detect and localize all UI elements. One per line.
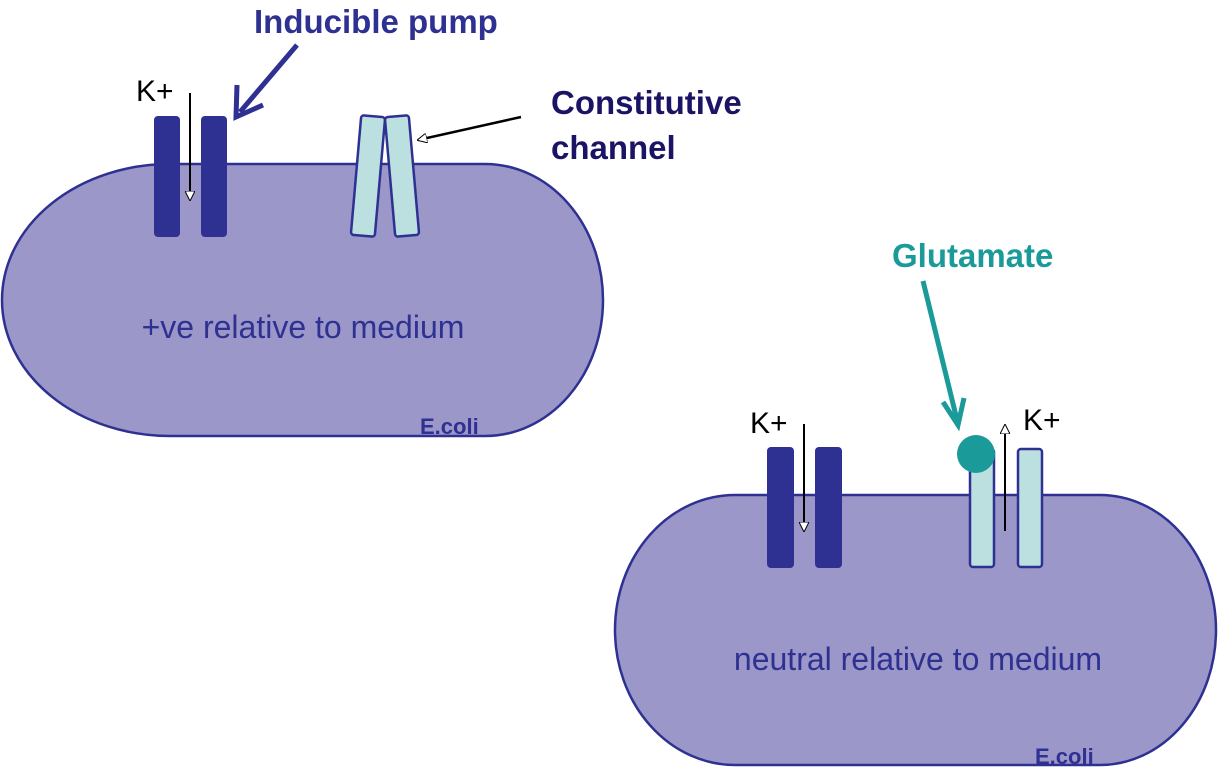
cell-bottom-body — [613, 493, 1218, 767]
pump-subunit-left — [767, 447, 794, 568]
pump-subunit-left — [154, 116, 180, 237]
channel-subunit-right — [1016, 447, 1044, 569]
cell-top-state-text: +ve relative to medium — [142, 309, 465, 345]
k-ion-label: K+ — [136, 75, 174, 108]
constitutive-channel — [349, 114, 421, 238]
pump-subunit-right — [201, 116, 227, 237]
channel-k-ion-label: K+ — [1023, 404, 1061, 437]
cell-bottom-state-text: neutral relative to medium — [734, 641, 1102, 677]
cell-top-body — [0, 162, 605, 438]
pump-k-ion-label: K+ — [750, 407, 788, 440]
glutamate-pointer-arrow — [920, 280, 967, 432]
cell-top-organism-label: E.coli — [420, 414, 479, 439]
glutamate-label: Glutamate — [892, 237, 1053, 274]
constitutive-channel-pointer-arrow — [418, 115, 522, 140]
inducible-pump-pointer-arrow — [233, 43, 299, 121]
cell-top: K+ +ve relative to medium E.coli — [0, 75, 605, 439]
constitutive-channel-label-line1: Constitutive — [551, 84, 742, 121]
cell-bottom-organism-label: E.coli — [1035, 744, 1094, 769]
pump-subunit-right — [815, 447, 842, 568]
inducible-pump-label: Inducible pump — [254, 3, 498, 40]
constitutive-channel-label-line2: channel — [551, 129, 676, 166]
cell-bottom: K+ K+ neutral relative to medium E.coli — [613, 404, 1218, 769]
glutamate-molecule — [957, 435, 995, 473]
